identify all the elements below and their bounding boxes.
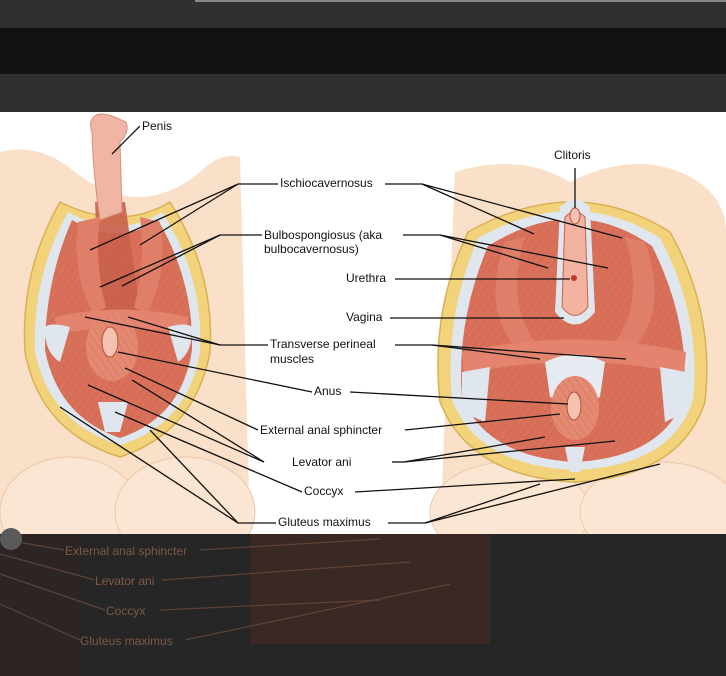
female-perineum [429,164,726,534]
label-anus: Anus [312,384,344,398]
label-vagina: Vagina [344,310,385,324]
diagram-panel: Penis Clitoris Ischiocavernosus Bulbospo… [0,112,726,534]
header-band [0,28,726,74]
subheader-band [0,74,726,112]
clitoris [569,207,581,225]
ghost-label-coccyx: Coccyx [106,604,146,618]
perineum-illustration [0,113,726,534]
ghost-illustration [0,534,490,676]
label-urethra: Urethra [344,271,389,285]
leader-lines [59,125,661,524]
ghost-label-external-anal-sphincter: External anal sphincter [65,544,188,558]
label-external-anal-sphincter: External anal sphincter [258,423,385,437]
label-coccyx: Coccyx [302,484,346,498]
female-anus [566,391,582,421]
urethra-opening [571,275,577,281]
label-penis: Penis [140,119,175,133]
penis [90,113,128,221]
label-gluteus-maximus: Gluteus maximus [276,515,373,529]
ghost-label-gluteus-maximus: Gluteus maximus [80,634,173,648]
male-anus [101,326,119,358]
scroll-indicator[interactable] [0,528,22,550]
male-perineum [0,113,256,534]
label-clitoris: Clitoris [552,148,593,162]
ghost-label-levator-ani: Levator ani [95,574,155,588]
label-ischiocavernosus: Ischiocavernosus [278,176,375,190]
label-transverse-perineal-line1: Transverse perineal [268,337,378,351]
label-transverse-perineal-line2: muscles [268,352,317,366]
label-bulbospongiosus-line1: Bulbospongiosus (aka [262,228,385,242]
background-ghost: External anal sphincter Levator ani Cocc… [0,534,726,676]
top-bar [0,0,726,28]
top-progress-line [195,0,726,2]
label-bulbospongiosus-line2: bulbocavernosus) [262,242,361,256]
label-levator-ani: Levator ani [290,455,354,469]
